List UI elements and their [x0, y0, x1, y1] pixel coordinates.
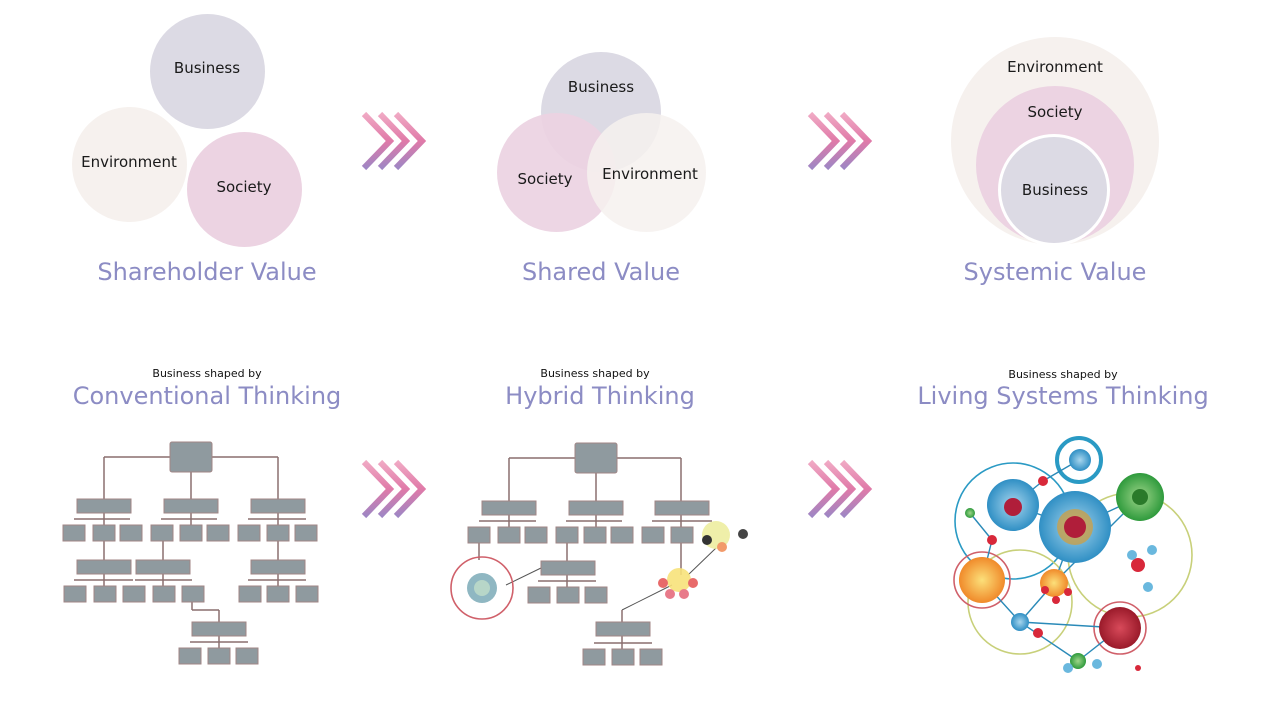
chevron-arrow-icon: [361, 459, 427, 519]
society-label: Society: [216, 178, 272, 196]
society-label: Society: [517, 170, 573, 188]
environment-circle: [72, 107, 187, 222]
chevron-arrow-icon: [807, 459, 873, 519]
shareholder-value-title: Shareholder Value: [97, 258, 317, 286]
conventional-thinking-title: Conventional Thinking: [72, 382, 342, 410]
environment-label: Environment: [602, 165, 698, 183]
living-systems-prefix: Business shaped by: [1008, 368, 1118, 381]
hybrid-prefix: Business shaped by: [540, 367, 650, 380]
business-circle: [998, 134, 1110, 246]
business-label: Business: [567, 78, 635, 96]
systemic-value-title: Systemic Value: [963, 258, 1147, 286]
environment-label: Environment: [81, 153, 177, 171]
society-circle: [187, 132, 302, 247]
environment-label: Environment: [1007, 58, 1103, 76]
environment-circle: [587, 113, 706, 232]
business-label: Business: [173, 59, 241, 77]
living-systems-thinking-title: Living Systems Thinking: [917, 382, 1209, 410]
hybrid-thinking-title: Hybrid Thinking: [505, 382, 695, 410]
conventional-prefix: Business shaped by: [152, 367, 262, 380]
chevron-arrow-icon: [807, 111, 873, 171]
business-circle: [150, 14, 265, 129]
business-label: Business: [1021, 181, 1089, 199]
society-label: Society: [1027, 103, 1083, 121]
chevron-arrow-icon: [361, 111, 427, 171]
shared-value-title: Shared Value: [521, 258, 681, 286]
